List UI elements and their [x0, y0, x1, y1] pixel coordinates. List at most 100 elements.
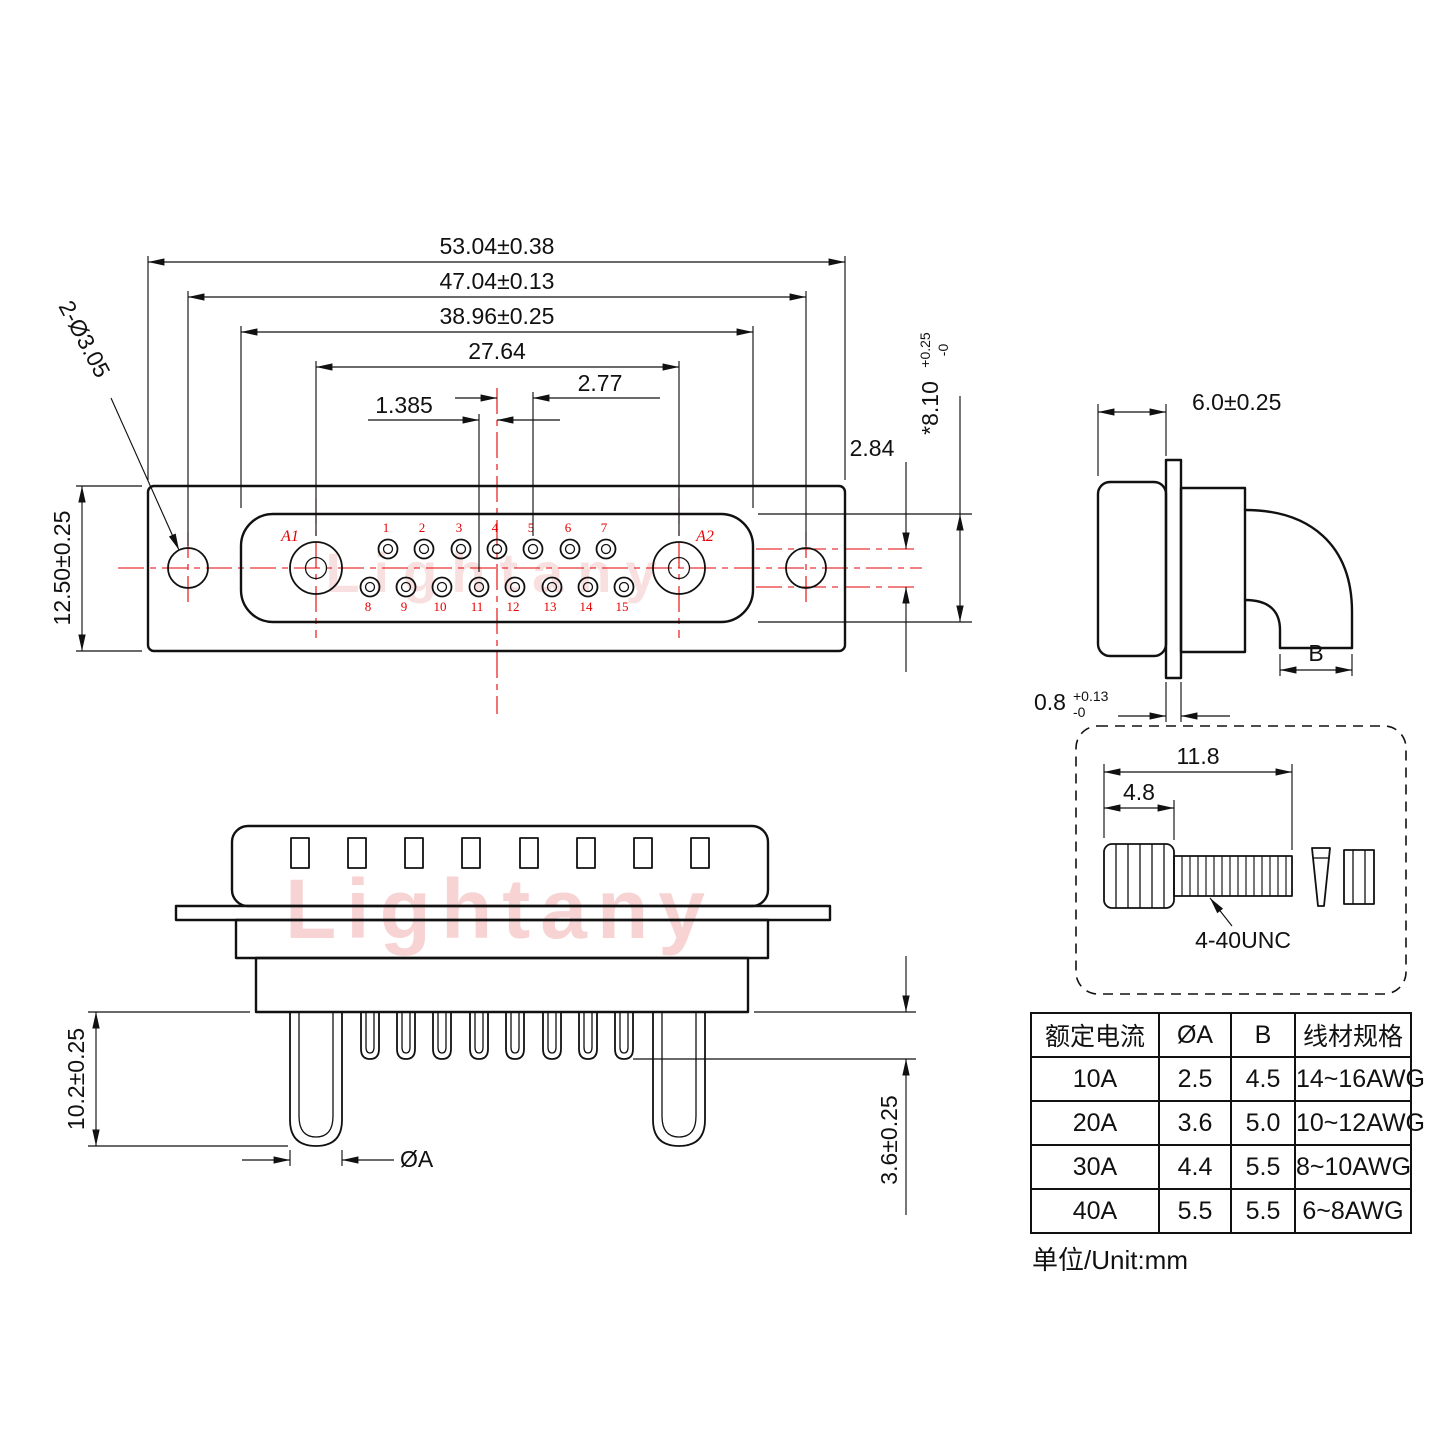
table-header-cell: 线材规格 [1294, 1012, 1412, 1058]
dim-screw-head: 4.8 [1123, 779, 1155, 805]
pin [468, 576, 490, 598]
screw-detail: 11.8 4.8 4-40UNC [1075, 725, 1407, 995]
pin [541, 576, 563, 598]
pin [377, 538, 399, 560]
pin-numbers: 1 2 3 4 5 6 7 8 9 10 11 12 13 14 15 [365, 520, 629, 614]
table-cell: 6~8AWG [1294, 1188, 1412, 1234]
screw-shaft [1173, 855, 1293, 897]
flange-tol-minus: -0 [1073, 704, 1086, 720]
mount-hole-right [785, 547, 827, 589]
power-pin-left [289, 1012, 343, 1147]
table-cell: 5.5 [1230, 1188, 1296, 1234]
pin-diameter-callout: ØA [400, 1146, 434, 1172]
pin-number: 3 [456, 520, 463, 535]
pin [359, 576, 381, 598]
pin-number: 12 [507, 599, 520, 614]
dim-shell-height-tol-plus: +0.25 [917, 332, 933, 368]
side-front-shell [1096, 480, 1168, 658]
table-cell: 14~16AWG [1294, 1056, 1425, 1102]
side-view: 6.0±0.25 B 0.8 +0.13 -0 [1034, 389, 1354, 722]
dim-height: 12.50±0.25 [49, 511, 75, 626]
pin [450, 538, 472, 560]
detail-boundary [1075, 725, 1407, 995]
unit-note: 单位/Unit:mm [1032, 1245, 1189, 1275]
dim-cup-length: 3.6±0.25 [876, 1095, 902, 1184]
dim-side-depth: 6.0±0.25 [1192, 389, 1281, 415]
pin-a1 [289, 541, 343, 595]
pin-number: 2 [419, 520, 426, 535]
table-row: 30A 4.4 5.5 8~10AWG [1030, 1144, 1412, 1190]
front-view: A1 A2 1 2 3 4 5 6 [49, 233, 972, 714]
connector-flange [146, 484, 847, 653]
side-cable-elbow [1243, 508, 1354, 650]
table-row: 20A 3.6 5.0 10~12AWG [1030, 1100, 1425, 1146]
pin-number: 8 [365, 599, 372, 614]
watermark-text: Lightany [285, 862, 715, 956]
table-cell: 8~10AWG [1294, 1144, 1412, 1190]
solder-cups [360, 1012, 634, 1060]
dim-apin-span: 27.64 [468, 338, 526, 364]
pin-number: 6 [565, 520, 572, 535]
pin [522, 538, 544, 560]
pin-a2 [652, 541, 706, 595]
side-flange [1164, 458, 1183, 680]
pin-number: 1 [383, 520, 390, 535]
pin-label-a2: A2 [695, 528, 714, 545]
table-row: 10A 2.5 4.5 14~16AWG [1030, 1056, 1425, 1102]
dim-pin-length: 10.2±0.25 [63, 1028, 89, 1130]
dim-half-pitch: 1.385 [375, 392, 433, 418]
thread-spec-label: 4-40UNC [1195, 927, 1291, 953]
dim-pitch: 2.77 [578, 370, 623, 396]
mount-hole-callout: 2-Ø3.05 [54, 296, 116, 382]
pin [577, 576, 599, 598]
side-dimensions: 6.0±0.25 B 0.8 +0.13 -0 [1034, 389, 1353, 722]
pin-label-a1: A1 [280, 528, 299, 545]
table-cell: 30A [1030, 1144, 1160, 1190]
screw-dimensions: 11.8 4.8 4-40UNC [1103, 743, 1293, 953]
table-header-cell: B [1230, 1012, 1296, 1058]
dim-outer-width: 53.04±0.38 [440, 233, 555, 259]
dim-shell-height-tol-minus: -0 [935, 344, 951, 357]
pin-number: 5 [528, 520, 535, 535]
pin-number: 9 [401, 599, 408, 614]
table-cell: 2.5 [1158, 1056, 1232, 1102]
table-cell: 10A [1030, 1056, 1160, 1102]
pin [395, 576, 417, 598]
pin-number: 13 [544, 599, 557, 614]
pin [504, 576, 526, 598]
table-cell: 4.5 [1230, 1056, 1296, 1102]
pin-number: 7 [601, 520, 608, 535]
pin [613, 576, 635, 598]
table-cell: 5.5 [1158, 1188, 1232, 1234]
pin [413, 538, 435, 560]
side-back-shell [1179, 486, 1247, 654]
power-pin-right [652, 1012, 706, 1147]
dsub-shell-outline [239, 512, 755, 624]
table-header-cell: 额定电流 [1030, 1012, 1160, 1058]
pin [559, 538, 581, 560]
dim-shell-width: 38.96±0.25 [440, 303, 555, 329]
dim-shell-height: *8.10 [917, 381, 943, 435]
pin [595, 538, 617, 560]
dim-flange-thickness: 0.8 [1034, 689, 1066, 715]
watermark-text: Lightany [325, 541, 670, 604]
table-cell: 10~12AWG [1294, 1100, 1425, 1146]
bottom-view: 10.2±0.25 3.6±0.25 ØA [63, 824, 916, 1215]
dim-exit-width-b: B [1308, 640, 1323, 666]
pin-number: 14 [580, 599, 594, 614]
pins-bottom-row [359, 576, 635, 598]
pin-number: 15 [616, 599, 629, 614]
table-cell: 5.0 [1230, 1100, 1296, 1146]
pin-number: 10 [434, 599, 447, 614]
table-cell: 4.4 [1158, 1144, 1232, 1190]
table-cell: 40A [1030, 1188, 1160, 1234]
dim-row-gap: 2.84 [850, 435, 895, 461]
wedge-piece [1311, 847, 1331, 907]
screw-head [1103, 843, 1175, 909]
table-cell: 3.6 [1158, 1100, 1232, 1146]
nut-piece [1343, 849, 1375, 905]
table-cell: 20A [1030, 1100, 1160, 1146]
dim-hole-span: 47.04±0.13 [440, 268, 555, 294]
